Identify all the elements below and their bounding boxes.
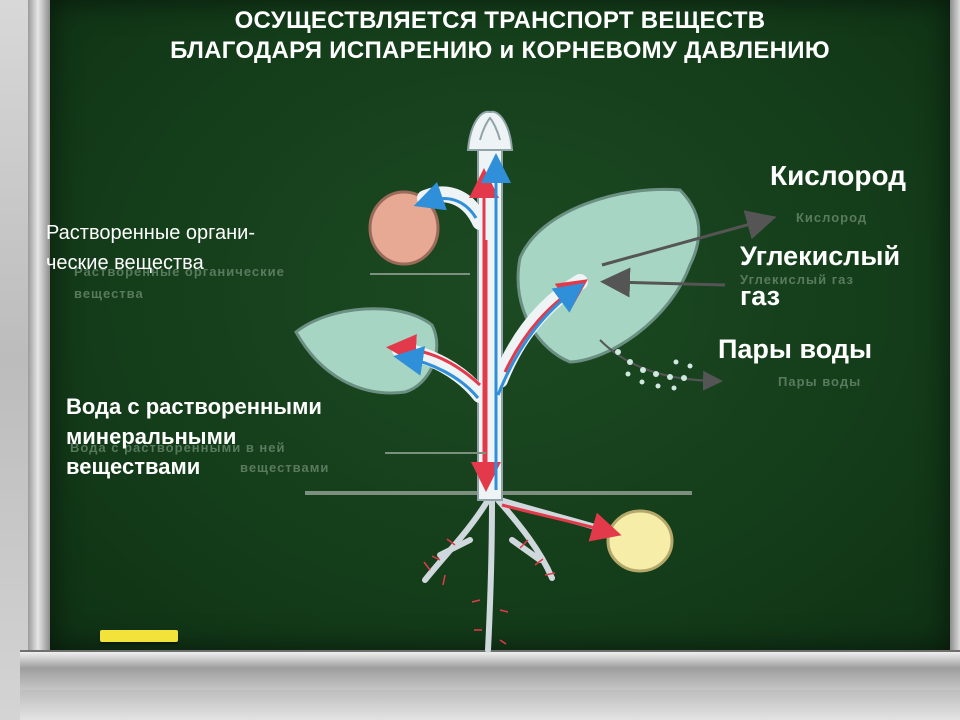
label-co2: Углекислый газ [740,236,900,316]
label-water: Вода с растворенными минеральными вещест… [66,392,322,482]
co2-arrow [600,267,726,298]
main-stem [477,149,503,501]
board-edge-right [950,0,960,660]
chalk-piece [100,630,178,642]
page-title: ОСУЩЕСТВЛЯЕТСЯ ТРАНСПОРТ ВЕЩЕСТВ БЛАГОДА… [60,6,940,66]
ghost-label-vapor: Пары воды [778,374,862,389]
label-water-line3: веществами [66,454,201,479]
root-tuber [606,509,674,573]
root-hairs [423,538,556,645]
label-co2-line2: газ [740,281,781,311]
label-water-line1: Вода с растворенными [66,394,322,419]
label-co2-line1: Углекислый [740,241,901,271]
ghost-label-water-2: веществами [240,460,330,475]
oxygen-arrow [601,210,777,267]
title-line-2: БЛАГОДАРЯ ИСПАРЕНИЮ и КОРНЕВОМУ ДАВЛЕНИЮ [170,37,830,64]
label-water-line2: минеральными [66,424,237,449]
vapor-arrow [599,339,723,391]
label-organic: Растворенные органи- ческие вещества [46,218,255,278]
ghost-label-oxygen: Кислород [796,210,868,225]
label-organic-line2: ческие вещества [46,252,204,274]
ghost-label-organic-2: вещества [74,286,144,301]
right-leaf [516,187,701,364]
ghost-label-water-1: Вода с растворенными в ней [70,440,286,455]
label-organic-line1: Растворенные органи- [46,222,255,244]
tray-bottom [20,690,960,720]
vapor-droplets [615,349,693,391]
label-oxygen: Кислород [770,160,907,191]
water-flow-arrows [393,153,585,490]
apical-bud [466,110,514,151]
ghost-label-co2: Углекислый газ [740,272,854,287]
roots [422,497,615,653]
board-edge-left [28,0,50,660]
label-vapor: Пары воды [718,334,873,364]
title-line-1: ОСУЩЕСТВЛЯЕТСЯ ТРАНСПОРТ ВЕЩЕСТВ [234,7,766,34]
ghost-label-organic-1: Растворенные органические [74,264,285,279]
